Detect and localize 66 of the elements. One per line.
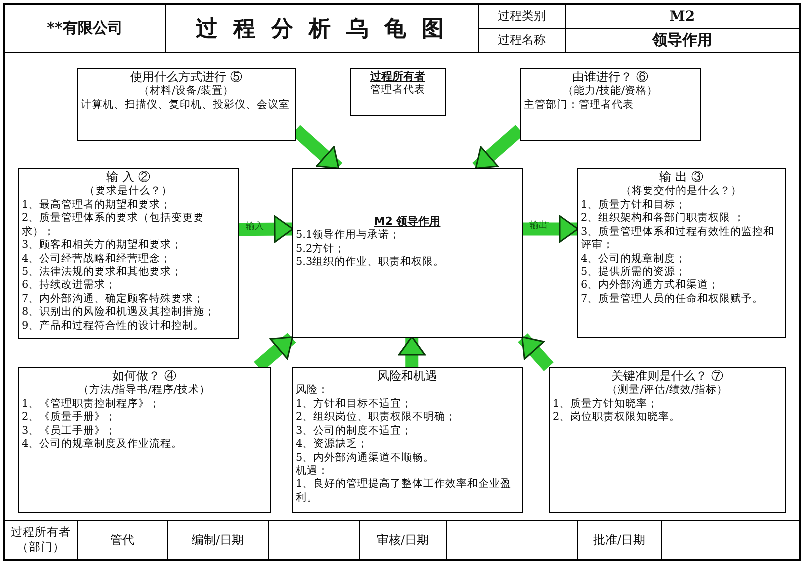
list-item: 4、公司经营战略和经营理念； (22, 252, 173, 266)
block-arrow (238, 216, 294, 244)
list-item: 1、最高管理者的期望和要求； (22, 198, 173, 212)
box-heading: 风险和机遇 (376, 369, 438, 384)
list-item: 3、质量管理体系和过程有效性的监控和评审； (581, 226, 776, 253)
list-item: 7、质量管理人员的任命和权限赋予。 (581, 292, 765, 306)
box-heading: 输 入 ② (106, 170, 152, 185)
list-item: 3、《员工手册》； (22, 424, 118, 438)
box-heading: 如何做？ ④ (112, 369, 178, 384)
list-item: 2、组织岗位、职责权限不明确； (296, 411, 458, 425)
list-item: 5.1领导作用与承诺； (296, 229, 402, 243)
block-arrow (398, 336, 426, 367)
list-item: 3、顾客和相关方的期望和要求； (22, 239, 184, 253)
box-subheading: （测量/评估/绩效/指标） (606, 384, 729, 398)
list-item: 5、内外部沟通渠道不顺畅。 (296, 452, 436, 465)
list-item: 6、持续改进需求； (22, 279, 118, 293)
box-heading: 输 出 ③ (658, 170, 704, 185)
list-item: 1、质量方针和目标； (581, 198, 688, 212)
list-item: 1、质量方针知晓率； (553, 398, 660, 411)
list-item: 4、资源缺乏； (296, 438, 370, 452)
list-item: 机遇： (296, 464, 330, 478)
list-item: 主管部门：管理者代表 (524, 98, 635, 112)
box-heading: 过程所有者 (370, 70, 426, 84)
list-item: 2、《质量手册》； (22, 411, 118, 425)
list-item: 5.3组织的作业、职责和权限。 (296, 256, 446, 270)
box-subheading: （能力/技能/资格） (562, 85, 660, 99)
box-subheading: （要求是什么？） (84, 185, 174, 199)
owner-box (350, 68, 446, 116)
block-arrow (523, 215, 579, 243)
list-item: 2、质量管理体系的要求（包括变更要求）； (22, 212, 206, 239)
box-subheading: （将要交付的是什么？） (620, 185, 743, 199)
list-item: 3、公司的制度不适宜； (296, 424, 414, 438)
box-heading: M2 领导作用 (373, 215, 442, 229)
risk-box (292, 367, 523, 513)
criteria-box (549, 367, 786, 513)
list-item: 1、《管理职责控制程序》； (22, 398, 162, 411)
list-item: 4、公司的规章制度； (581, 252, 688, 266)
list-item: 4、公司的规章制度及作业流程。 (22, 438, 184, 452)
list-item: 5、提供所需的资源； (581, 266, 688, 279)
input-box (18, 168, 239, 339)
box-heading: 使用什么方式进行 ⑤ (130, 70, 244, 85)
list-item: 2、岗位职责权限知晓率。 (553, 411, 682, 425)
list-item: 6、内外部沟通方式和渠道； (581, 279, 721, 293)
list-item: 1、良好的管理提高了整体工作效率和企业盈利。 (296, 478, 513, 506)
edge-label: 输入 (245, 222, 265, 232)
output-box (577, 168, 786, 338)
box-heading: 由谁进行？ ⑥ (572, 70, 650, 85)
list-item: 8、识别出的风险和机遇及其控制措施； (22, 306, 217, 320)
resource-box (520, 68, 701, 141)
box-subheading: （方法/指导书/程序/技术） (78, 384, 212, 398)
process-box (292, 168, 523, 338)
list-item: 7、内外部沟通、确定顾客特殊要求； (22, 292, 206, 306)
method-box (77, 68, 296, 141)
list-item: 5.2方针； (296, 242, 347, 256)
list-item: 2、组织架构和各部门职责权限 ； (581, 212, 746, 226)
box-subheading: （材料/设备/装置） (138, 85, 236, 99)
list-item: 风险： (296, 384, 330, 398)
method-box (18, 367, 271, 513)
list-item: 计算机、扫描仪、复印机、投影仪、会议室 (81, 98, 291, 112)
list-item: 1、方针和目标不适宜； (296, 398, 414, 411)
box-subheading: 管理者代表 (370, 84, 426, 98)
list-item: 9、产品和过程符合性的设计和控制。 (22, 320, 206, 334)
list-item: 5、法律法规的要求和其他要求； (22, 266, 184, 279)
block-arrow (518, 334, 554, 372)
box-heading: 关键准则是什么？ ⑦ (610, 369, 724, 384)
edge-label: 输出 (529, 222, 549, 232)
